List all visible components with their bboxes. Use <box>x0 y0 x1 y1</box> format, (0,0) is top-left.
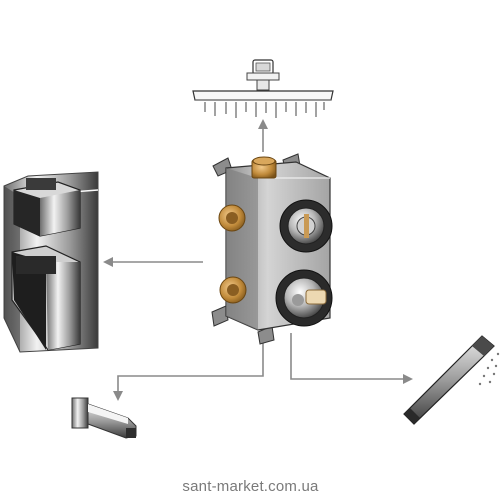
bath-spout-icon <box>71 397 137 439</box>
arrow-to-bath-spout <box>113 330 264 401</box>
wall-mixer-plate-icon <box>3 171 99 353</box>
concealed-valve-body-icon <box>211 153 333 345</box>
hand-shower-icon <box>403 335 500 425</box>
arrow-to-hand-shower <box>290 333 413 384</box>
rain-shower-head-icon <box>192 59 334 118</box>
watermark-text: sant-market.com.ua <box>182 478 319 495</box>
flow-arrows <box>103 119 413 401</box>
